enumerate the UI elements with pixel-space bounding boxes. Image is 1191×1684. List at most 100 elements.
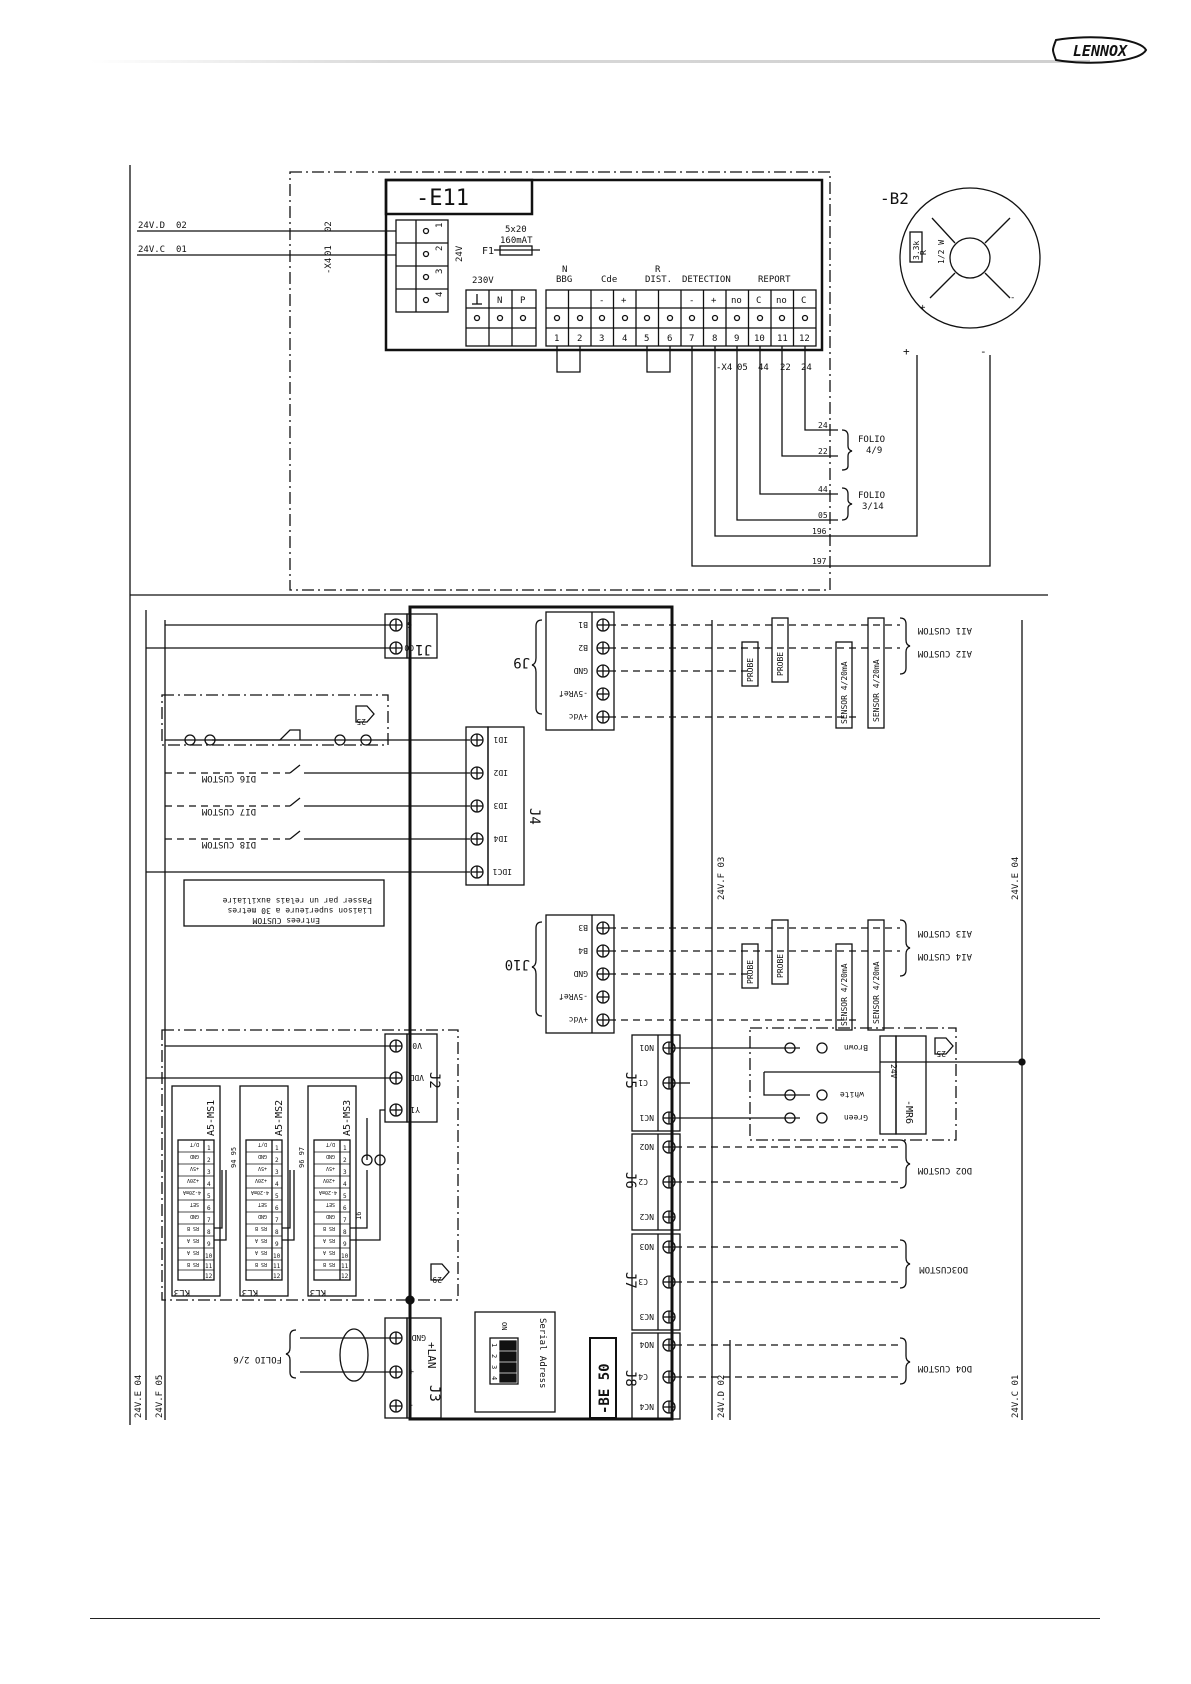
j10-term-b4: B4 bbox=[578, 946, 588, 955]
j9-label: J9 bbox=[513, 654, 530, 670]
svg-text:7: 7 bbox=[689, 334, 694, 344]
svg-text:-: - bbox=[689, 296, 694, 306]
svg-text:1: 1 bbox=[275, 1145, 279, 1152]
j10-term-b3: B3 bbox=[578, 923, 588, 932]
b2-plus-ring: + bbox=[920, 303, 926, 313]
j3-term-plus: + bbox=[408, 1366, 414, 1376]
svg-text:6: 6 bbox=[275, 1205, 279, 1212]
svg-text:7: 7 bbox=[207, 1217, 211, 1224]
b2-r-label: R bbox=[919, 250, 928, 255]
svg-text:GND: GND bbox=[190, 1153, 199, 1159]
j10-sensor-1: SENSOR 4/20mA bbox=[840, 963, 849, 1026]
ai3-custom: AI3 CUSTOM bbox=[917, 928, 972, 938]
j4-term-idc1: IDC1 bbox=[493, 867, 512, 876]
v230-label: 230V bbox=[472, 276, 494, 286]
b2-outer bbox=[899, 187, 1041, 329]
j5-term-no1: NO1 bbox=[639, 1043, 654, 1052]
j6-dashed-wires bbox=[675, 1146, 900, 1183]
wire-196 bbox=[714, 346, 918, 537]
svg-text:GND: GND bbox=[326, 1153, 335, 1159]
b2-plus: + bbox=[903, 345, 910, 358]
svg-text:RS B: RS B bbox=[255, 1261, 267, 1267]
ms3-to-j2-wires bbox=[350, 1170, 381, 1241]
svg-text:9: 9 bbox=[207, 1241, 211, 1248]
do2-custom: DO2 CUSTOM bbox=[917, 1165, 972, 1175]
header-rule bbox=[90, 60, 1090, 63]
svg-text:D/T: D/T bbox=[326, 1141, 335, 1147]
fuse-ref: F1 bbox=[482, 246, 494, 257]
svg-text:8: 8 bbox=[275, 1229, 279, 1236]
j10-screws bbox=[596, 921, 610, 1027]
svg-text:C: C bbox=[756, 296, 761, 306]
j10-term-gnd: GND bbox=[573, 969, 588, 978]
footer-rule bbox=[90, 1618, 1100, 1619]
j10-term-vdc: +Vdc bbox=[569, 1015, 588, 1024]
ai1-custom: AI1 CUSTOM bbox=[917, 625, 972, 635]
mr6-conn-green-b bbox=[816, 1112, 828, 1124]
module-ms2 bbox=[239, 1085, 289, 1297]
b2-res-label: 3.3k bbox=[912, 241, 921, 260]
svg-text:9: 9 bbox=[343, 1241, 347, 1248]
j8-label: J8 bbox=[622, 1370, 638, 1387]
svg-text:4: 4 bbox=[275, 1181, 279, 1188]
svg-text:10: 10 bbox=[205, 1253, 213, 1260]
supply-24v-label: 24V bbox=[455, 245, 465, 262]
wire-22 bbox=[781, 346, 838, 457]
ms2-to-ms3-wires bbox=[282, 1170, 295, 1241]
j1-label: J1 bbox=[415, 641, 432, 657]
be50-label-box bbox=[589, 1337, 617, 1419]
svg-text:12: 12 bbox=[273, 1273, 281, 1280]
svg-text:GND: GND bbox=[326, 1213, 335, 1219]
x4-44: 44 bbox=[758, 363, 769, 373]
di6-custom: DI6 CUSTOM bbox=[201, 773, 256, 783]
svg-text:RS B: RS B bbox=[187, 1225, 199, 1231]
svg-text:+: + bbox=[711, 296, 717, 306]
mr6-color-white: white bbox=[840, 1090, 864, 1099]
svg-text:no: no bbox=[776, 296, 787, 306]
svg-text:2: 2 bbox=[435, 246, 445, 251]
ai34-brace bbox=[899, 919, 911, 977]
ai12-brace bbox=[899, 617, 911, 675]
j10-sensor-1-box bbox=[835, 943, 853, 1031]
svg-text:-: - bbox=[599, 296, 604, 306]
di8-custom: DI8 CUSTOM bbox=[201, 839, 256, 849]
svg-text:9: 9 bbox=[275, 1241, 279, 1248]
j10-sensor-2-box bbox=[867, 919, 885, 1031]
junction-dot bbox=[405, 1295, 415, 1305]
j4-term-id1: ID1 bbox=[493, 735, 508, 744]
group-r: R bbox=[655, 265, 661, 275]
svg-text:+5V: +5V bbox=[326, 1165, 335, 1171]
j9-sensor-1: SENSOR 4/20mA bbox=[840, 661, 849, 724]
svg-text:12: 12 bbox=[341, 1273, 349, 1280]
e11-title-box bbox=[384, 178, 534, 216]
svg-text:RS A: RS A bbox=[323, 1237, 335, 1243]
svg-text:+5V: +5V bbox=[258, 1165, 267, 1171]
rail-label-24vd-mid: 24V.D 02 bbox=[717, 1375, 727, 1418]
wire-label-9697: 96 97 bbox=[298, 1147, 306, 1168]
e11-box bbox=[384, 178, 824, 352]
svg-text:5: 5 bbox=[275, 1193, 279, 1200]
svg-text:12: 12 bbox=[205, 1273, 213, 1280]
svg-text:GND: GND bbox=[190, 1213, 199, 1219]
lennox-logo: LENNOX bbox=[1052, 36, 1148, 64]
bubble-25-a bbox=[355, 705, 375, 723]
j8-term-c4: C4 bbox=[638, 1372, 648, 1381]
svg-text:GND: GND bbox=[258, 1213, 267, 1219]
mr6-enclosure bbox=[749, 1027, 957, 1141]
j9-sensor-2: SENSOR 4/20mA bbox=[872, 659, 881, 722]
j5-label: J5 bbox=[622, 1072, 638, 1089]
fuse-spec-2: 160mAT bbox=[500, 236, 533, 246]
svg-text:P: P bbox=[520, 296, 526, 306]
folio-b-2: 3/14 bbox=[862, 502, 884, 512]
module-ms1 bbox=[171, 1085, 221, 1297]
svg-text:SET: SET bbox=[190, 1201, 199, 1207]
b2-center bbox=[949, 237, 991, 279]
j3-label: J3 bbox=[426, 1385, 442, 1402]
mr6-volt: 24V bbox=[889, 1064, 898, 1079]
svg-text:5: 5 bbox=[644, 334, 649, 344]
line-24vc-label: 24V.C bbox=[138, 245, 165, 255]
modules-enclosure bbox=[161, 1029, 459, 1301]
wire-197 bbox=[691, 346, 991, 567]
j4-screws bbox=[470, 733, 484, 879]
folio-a-2: 4/9 bbox=[866, 446, 882, 456]
